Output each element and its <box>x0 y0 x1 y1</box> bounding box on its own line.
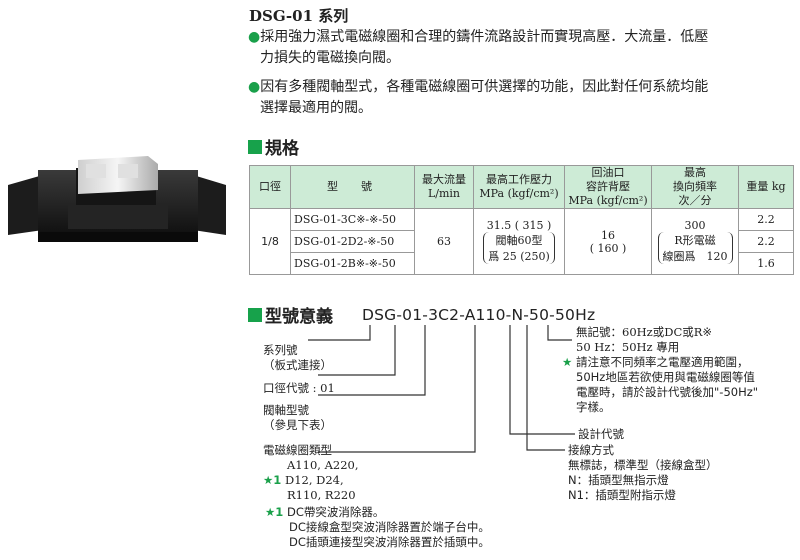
spool-label: 閥軸型號（參見下表） <box>263 403 332 432</box>
col-model: 型 號 <box>290 165 415 209</box>
section-square-icon <box>248 307 262 322</box>
col-bore: 口徑 <box>249 165 291 209</box>
flow-cell: 63 <box>414 208 474 275</box>
design-code-label: 設計代號 <box>578 427 624 441</box>
dc-note: ★1 DC帶突波消除器。 DC接線盒型突波消除器置於端子台中。 DC插頭連接型突… <box>265 505 490 549</box>
table-row: DSG-01-2D2-※-50 2.2 <box>250 230 794 253</box>
connector-series <box>308 325 371 341</box>
table-row: 1/8 DSG-01-3C※-※-50 63 31.5 ( 315 ) 閥軸60… <box>249 208 794 275</box>
coil-type-label: 電磁線圈類型 A110, A220, ★1 D12, D24, R110, R2… <box>263 443 359 502</box>
series-title: DSG-01 系列 <box>249 7 349 25</box>
spec-section-title: 規格 <box>248 134 299 159</box>
bullet-dot-icon: ● <box>248 29 261 45</box>
pressure-cell: 31.5 ( 315 ) 閥軸60型爲 25 (250) <box>473 208 565 275</box>
bullet-dot-icon: ● <box>248 79 261 95</box>
connector-spool <box>318 325 426 396</box>
bore-code-label: 口徑代號 : 01 <box>263 381 335 395</box>
col-weight: 重量 kg <box>738 165 794 209</box>
frequency-cell: 300 R形電磁線圈爲 120 <box>651 208 739 275</box>
connector-freq <box>547 325 572 341</box>
table-row: DSG-01-2B※-※-50 1.6 <box>250 252 794 275</box>
bullet-2-line-2: 選擇最適用的閥。 <box>260 100 372 116</box>
model-cell: DSG-01-2D2-※-50 <box>290 230 415 253</box>
bore-cell: 1/8 <box>249 208 291 275</box>
model-code: DSG-01-3C2-A110-N-50-50Hz <box>362 306 596 324</box>
solenoid-valve-image <box>8 150 228 264</box>
feature-bullet-2: ●因有多種閥軸型式，各種電磁線圈可供選擇的功能，因此對任何系統均能 選擇最適用的… <box>248 77 788 119</box>
connector-coil <box>318 325 476 453</box>
bullet-1-line-2: 力損失的電磁換向閥。 <box>260 50 400 66</box>
weight-cell: 1.6 <box>738 252 794 275</box>
model-section-title: 型號意義 <box>248 302 333 327</box>
back-pressure-cell: 16( 160 ) <box>564 208 652 275</box>
frequency-label: 無記號：60Hz或DC或R※ 50 Hz：50Hz 專用 ★請注意不同頻率之電壓… <box>562 325 759 414</box>
series-label: 系列號（板式連接） <box>263 343 332 372</box>
connector-wiring <box>526 325 565 451</box>
connector-bore <box>318 325 396 376</box>
connector-design <box>509 325 575 435</box>
bullet-1-line-1: 採用強力濕式電磁線圈和合理的鑄件流路設計而實現高壓．大流量．低壓 <box>260 29 709 45</box>
bullet-2-line-1: 因有多種閥軸型式，各種電磁線圈可供選擇的功能，因此對任何系統均能 <box>260 79 709 95</box>
feature-bullet-1: ●採用強力濕式電磁線圈和合理的鑄件流路設計而實現高壓．大流量．低壓 力損失的電磁… <box>248 27 788 69</box>
model-cell: DSG-01-2B※-※-50 <box>290 252 415 275</box>
wiring-label: 接線方式 無標誌，標準型（接線盒型） N：插頭型無指示燈 N1：插頭型附指示燈 <box>568 443 718 502</box>
col-frequency: 最高換向頻率次／分 <box>651 165 739 209</box>
section-square-icon <box>248 139 262 154</box>
